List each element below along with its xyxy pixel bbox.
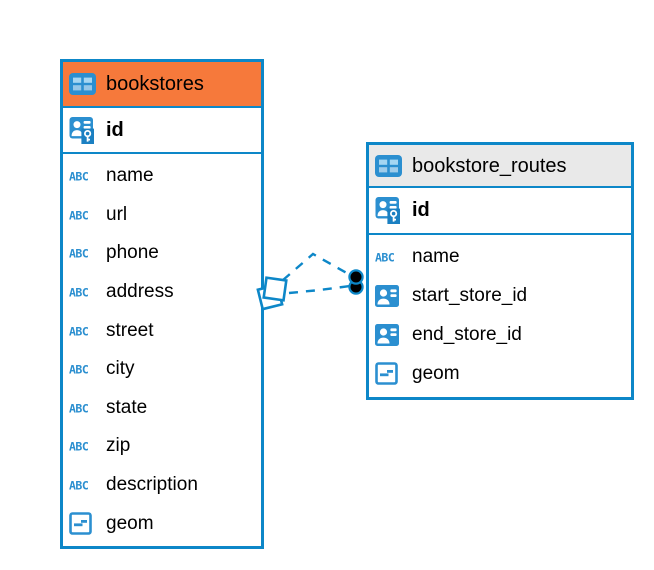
text-type-icon: ABC <box>69 440 89 454</box>
foreign-key-icon <box>375 323 399 346</box>
text-type-icon: ABC <box>69 401 89 415</box>
field-row-start_store_id[interactable]: start_store_id <box>369 277 631 316</box>
field-row-geom[interactable]: geom <box>369 354 631 393</box>
field-label: state <box>106 396 148 418</box>
relationship-line[interactable] <box>282 252 353 281</box>
svg-text:ABC: ABC <box>69 170 89 184</box>
svg-text:ABC: ABC <box>69 247 89 261</box>
primary-key-label: id <box>106 118 124 141</box>
text-type-icon: ABC <box>69 363 89 377</box>
field-row-phone[interactable]: ABC phone <box>63 234 261 273</box>
text-type-icon: ABC <box>69 208 89 222</box>
svg-text:ABC: ABC <box>69 363 89 377</box>
field-row-url[interactable]: ABC url <box>63 196 261 235</box>
primary-key-row[interactable]: id <box>369 188 631 235</box>
field-label: name <box>106 165 154 187</box>
field-label: zip <box>106 435 131 457</box>
text-type-icon: ABC <box>69 247 89 261</box>
svg-text:ABC: ABC <box>375 251 395 265</box>
text-type-icon: ABC <box>69 324 89 338</box>
primary-key-label: id <box>412 199 430 221</box>
text-type-icon: ABC <box>375 251 395 265</box>
entity-table-bookstore-routes[interactable]: bookstore_routes id ABC name start_store_i… <box>366 142 634 400</box>
table-icon <box>375 154 405 177</box>
primary-key-icon <box>375 196 405 225</box>
relationship-endpoint-dots <box>348 269 364 295</box>
field-label: start_store_id <box>412 285 528 307</box>
relationship-line[interactable] <box>288 284 351 295</box>
field-label: city <box>106 358 135 380</box>
text-type-icon: ABC <box>69 479 89 493</box>
svg-text:ABC: ABC <box>69 401 89 415</box>
primary-key-icon <box>69 116 99 145</box>
svg-text:ABC: ABC <box>69 479 89 493</box>
table-name: bookstore_routes <box>412 154 567 177</box>
geometry-type-icon <box>375 362 398 386</box>
field-row-name[interactable]: ABC name <box>369 238 631 277</box>
field-row-zip[interactable]: ABC zip <box>63 427 261 466</box>
field-row-state[interactable]: ABC state <box>63 389 261 428</box>
field-row-street[interactable]: ABC street <box>63 311 261 350</box>
field-row-city[interactable]: ABC city <box>63 350 261 389</box>
field-row-geom[interactable]: geom <box>63 504 261 543</box>
field-label: name <box>412 246 460 268</box>
field-label: street <box>106 319 154 341</box>
table-icon <box>69 73 99 95</box>
table-header[interactable]: bookstores <box>63 62 261 108</box>
field-label: description <box>106 474 198 496</box>
table-name: bookstores <box>106 73 204 95</box>
text-type-icon: ABC <box>69 170 89 184</box>
svg-text:ABC: ABC <box>69 324 89 338</box>
text-type-icon: ABC <box>69 286 89 300</box>
field-label: url <box>106 203 128 225</box>
field-label: phone <box>106 242 159 264</box>
foreign-key-icon <box>375 285 399 308</box>
field-label: geom <box>412 362 460 384</box>
field-label: end_store_id <box>412 323 522 345</box>
geometry-type-icon <box>69 512 92 535</box>
table-header[interactable]: bookstore_routes <box>369 145 631 188</box>
primary-key-row[interactable]: id <box>63 108 261 154</box>
field-row-description[interactable]: ABC description <box>63 466 261 505</box>
field-row-name[interactable]: ABC name <box>63 157 261 196</box>
svg-text:ABC: ABC <box>69 440 89 454</box>
field-row-address[interactable]: ABC address <box>63 273 261 312</box>
field-label: geom <box>106 512 154 534</box>
field-label: address <box>106 281 174 303</box>
svg-text:ABC: ABC <box>69 286 89 300</box>
field-row-end_store_id[interactable]: end_store_id <box>369 316 631 355</box>
svg-text:ABC: ABC <box>69 208 89 222</box>
